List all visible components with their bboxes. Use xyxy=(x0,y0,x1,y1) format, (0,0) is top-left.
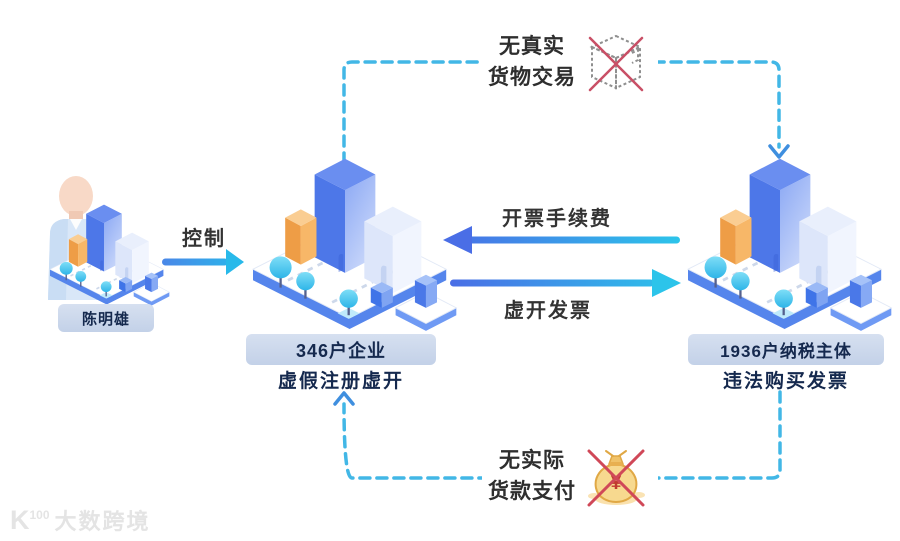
mid-cluster-title-badge: 346户企业 xyxy=(246,334,436,365)
fee-label: 开票手续费 xyxy=(502,208,612,230)
invoice-arrow xyxy=(450,269,681,297)
arrowhead-down-icon xyxy=(768,144,790,159)
no-payment-line1: 无实际 xyxy=(499,449,565,472)
person-name-badge: 陈明雄 xyxy=(58,304,154,332)
arrowhead-right-icon xyxy=(226,249,244,275)
crossed-box-icon xyxy=(588,34,644,92)
yuan-symbol: ¥ xyxy=(611,473,622,494)
arrowhead-left-icon xyxy=(443,226,472,254)
crossed-moneybag-icon: ¥ xyxy=(587,449,645,507)
no-payment-line2: 货款支付 xyxy=(488,480,576,503)
no-payment-text: 无实际 货款支付 xyxy=(488,445,576,507)
watermark: K100 大数跨境 xyxy=(10,502,151,536)
no-goods-line1: 无真实 xyxy=(499,35,565,58)
no-payment-annotation: 无实际 货款支付 ¥ xyxy=(482,438,658,514)
arrowhead-right-icon xyxy=(652,269,681,297)
mid-cluster-subtitle: 虚假注册虚开 xyxy=(277,371,404,392)
no-goods-annotation: 无真实 货物交易 xyxy=(482,24,658,100)
arrowhead-up-icon xyxy=(333,391,355,406)
watermark-logo: K100 xyxy=(10,505,50,535)
right-cluster-title-badge: 1936户纳税主体 xyxy=(688,334,884,365)
no-goods-line2: 货物交易 xyxy=(488,66,576,89)
right-building-cluster xyxy=(686,157,893,333)
control-label: 控制 xyxy=(182,228,226,250)
fee-arrow xyxy=(443,226,680,254)
mid-building-cluster xyxy=(251,157,458,333)
watermark-title: 大数跨境 xyxy=(54,509,151,534)
right-cluster-subtitle: 违法购买发票 xyxy=(722,371,849,392)
invoice-label: 虚开发票 xyxy=(504,300,592,322)
no-goods-text: 无真实 货物交易 xyxy=(488,31,576,93)
control-arrow xyxy=(162,249,244,275)
